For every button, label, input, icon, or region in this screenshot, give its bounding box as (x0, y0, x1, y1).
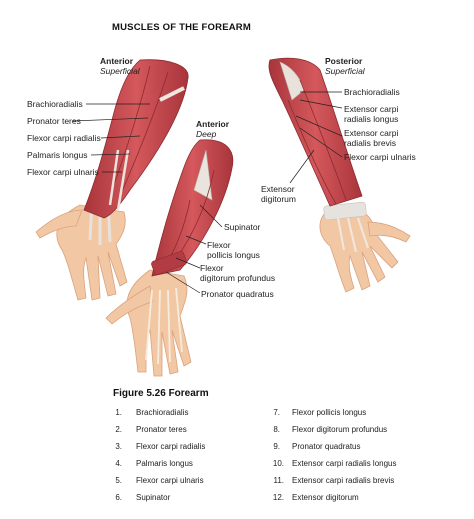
label-brachioradialis: Brachioradialis (27, 99, 83, 109)
label-extensor-digitorum-2: digitorum (261, 194, 296, 204)
legend-item: Flexor digitorum profundus (292, 425, 388, 434)
label-post-flexor-carpi-ulnaris: Flexor carpi ulnaris (344, 152, 416, 162)
leader-lines (71, 91, 343, 294)
forearm-muscle-center (151, 139, 234, 277)
legend-num: 8. (273, 425, 280, 434)
legend-num: 9. (273, 442, 280, 451)
anterior-deep-arm (105, 139, 234, 377)
label-flexor-carpi-radialis: Flexor carpi radialis (27, 133, 101, 143)
label-pronator-quadratus: Pronator quadratus (201, 289, 274, 299)
forearm-illustration (35, 57, 411, 377)
legend-item: Palmaris longus (136, 459, 193, 468)
label-ecrb-1: Extensor carpi (344, 128, 399, 138)
legend-num: 10. (272, 459, 284, 468)
legend-num: 7. (273, 408, 280, 417)
label-post-brachioradialis: Brachioradialis (344, 87, 400, 97)
legend-num: 12. (272, 493, 284, 502)
legend-item: Brachioradialis (136, 408, 189, 417)
page-title: MUSCLES OF THE FOREARM (112, 22, 251, 33)
label-flexor-digitorum-profundus-2: digitorum profundus (200, 273, 276, 283)
label-pronator-teres: Pronator teres (27, 116, 81, 126)
label-palmaris-longus: Palmaris longus (27, 150, 88, 160)
posterior-superficial-arm (268, 57, 411, 293)
legend-num: 4. (115, 459, 122, 468)
anterior-superficial-arm (35, 59, 189, 301)
legend-num: 6. (115, 493, 122, 502)
legend-item: Pronator quadratus (292, 442, 361, 451)
legend-num: 11. (273, 476, 284, 485)
legend-item: Flexor carpi radialis (136, 442, 206, 451)
legend-item: Pronator teres (136, 425, 187, 434)
legend-item: Extensor carpi radialis brevis (292, 476, 395, 485)
legend-item: Extensor carpi radialis longus (292, 459, 397, 468)
legend-num: 1. (115, 408, 122, 417)
label-ecrl-2: radialis longus (344, 114, 399, 124)
legend-num: 2. (115, 425, 122, 434)
label-ecrl-1: Extensor carpi (344, 104, 399, 114)
label-extensor-digitorum-1: Extensor (261, 184, 295, 194)
legend-num: 5. (115, 476, 122, 485)
legend-num: 3. (115, 442, 122, 451)
legend-item: Extensor digitorum (292, 493, 359, 502)
label-flexor-digitorum-profundus-1: Flexor (200, 263, 224, 273)
label-flexor-pollicis-longus-1: Flexor (207, 240, 231, 250)
legend-item: Flexor pollicis longus (292, 408, 367, 417)
label-ecrb-2: radialis brevis (344, 138, 396, 148)
legend-item: Flexor carpi ulnaris (136, 476, 204, 485)
figure-caption: Figure 5.26 Forearm (113, 388, 209, 399)
label-flexor-carpi-ulnaris: Flexor carpi ulnaris (27, 167, 99, 177)
legend-item: Supinator (136, 493, 171, 502)
label-supinator: Supinator (224, 222, 261, 232)
label-flexor-pollicis-longus-2: pollicis longus (207, 250, 260, 260)
